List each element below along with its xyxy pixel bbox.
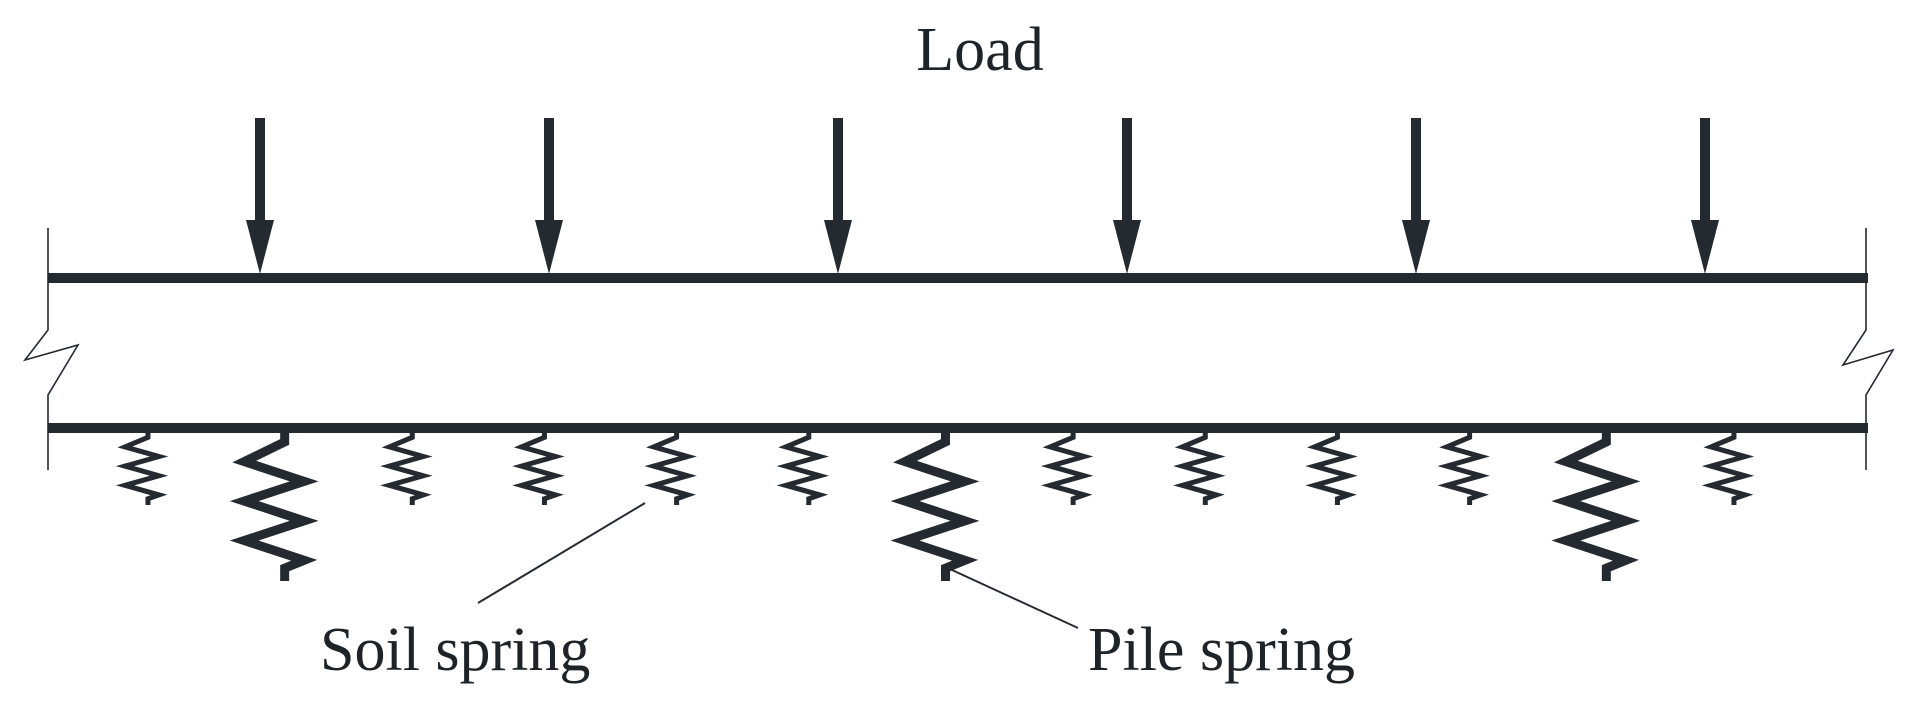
pile-spring-label: Pile spring: [1088, 616, 1355, 684]
load-arrow: [535, 118, 563, 274]
soil-spring: [1701, 433, 1755, 505]
soil-spring: [644, 433, 697, 505]
beam-break-left: [22, 228, 80, 470]
soil-spring: [1040, 433, 1094, 505]
pile-spring: [890, 433, 980, 581]
pile-spring: [229, 433, 319, 581]
load-title: Load: [916, 16, 1043, 84]
soil-spring: [380, 433, 433, 505]
load-arrow: [1113, 118, 1141, 274]
load-arrow: [824, 118, 852, 274]
soil-spring: [115, 433, 169, 505]
pile-spring: [1551, 433, 1641, 581]
soil-spring: [1437, 433, 1490, 505]
soil-spring: [1305, 433, 1358, 505]
pile-spring-leader: [951, 569, 1079, 629]
soil-spring: [1173, 433, 1226, 505]
soil-spring-label: Soil spring: [320, 616, 590, 684]
load-arrow: [246, 118, 274, 274]
load-arrow: [1691, 118, 1719, 274]
load-arrow: [1402, 118, 1430, 274]
soil-spring: [512, 433, 565, 505]
soil-spring: [776, 433, 830, 505]
soil-spring-leader: [477, 502, 646, 604]
load-arrows: [246, 118, 1719, 274]
beam-break-right: [1841, 228, 1895, 470]
springs: [115, 433, 1755, 581]
